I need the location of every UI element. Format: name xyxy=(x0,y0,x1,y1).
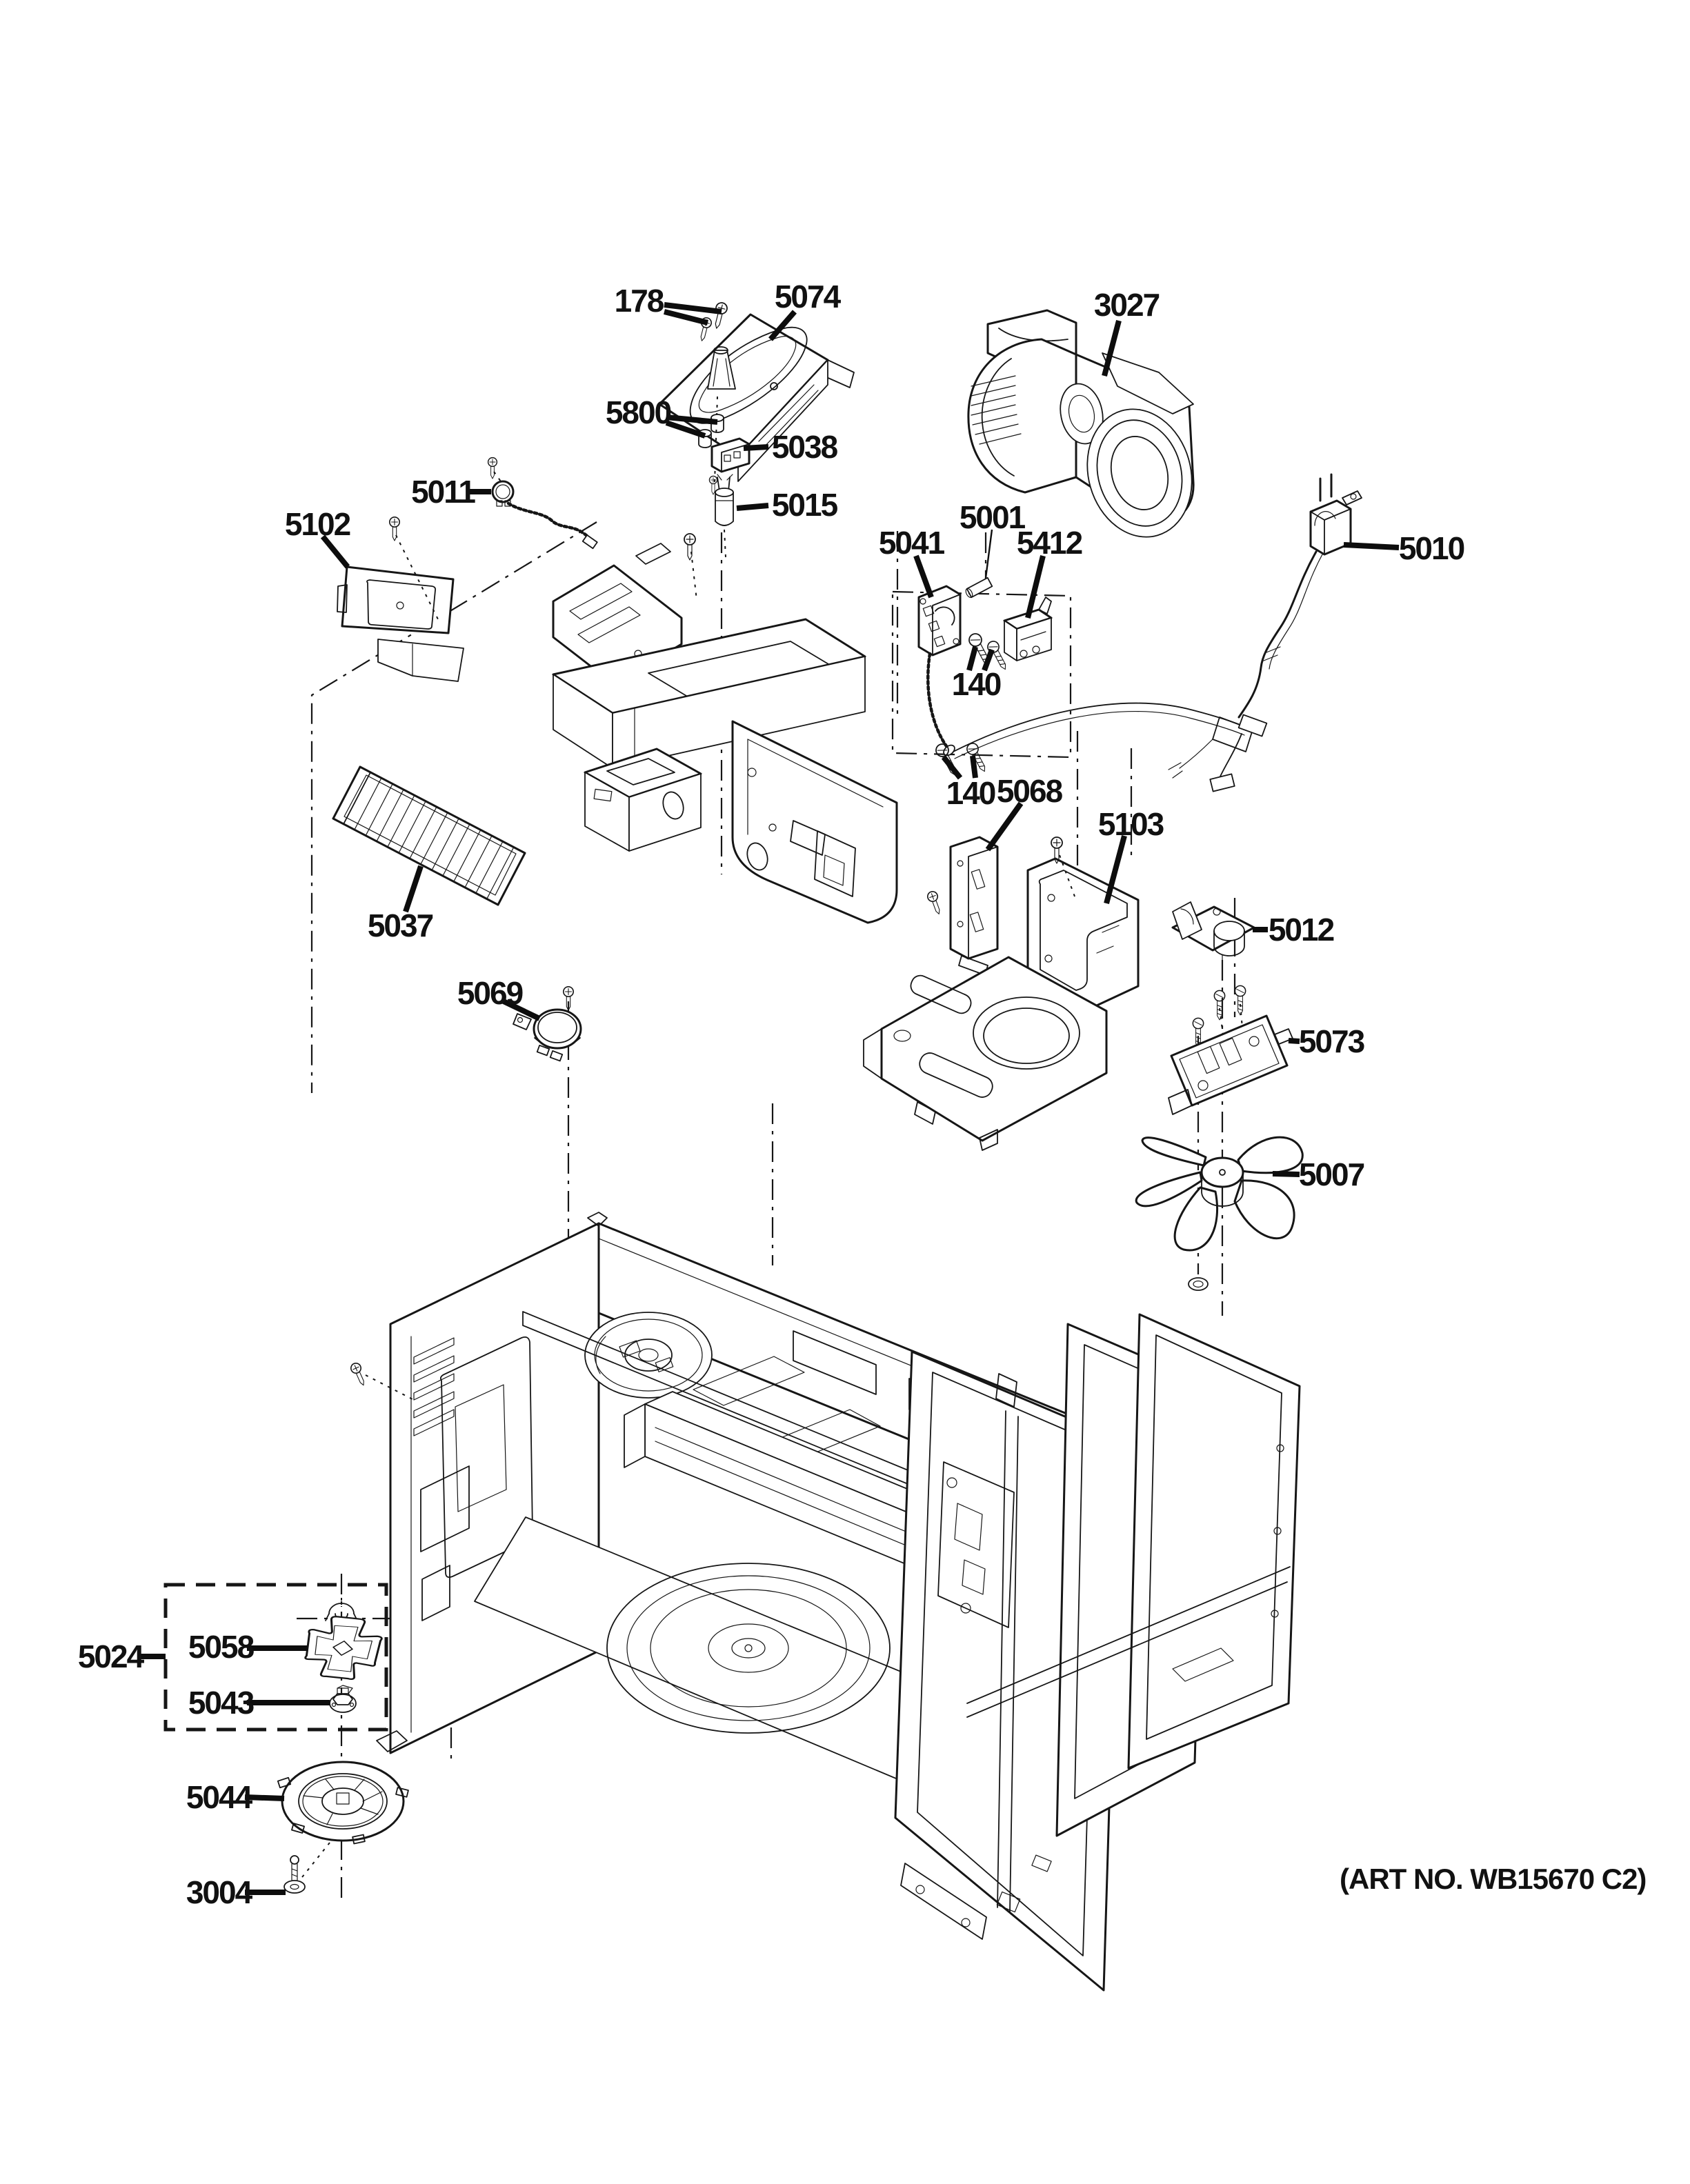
leader-line-5015 xyxy=(736,503,769,511)
part-chassis-frame xyxy=(552,533,898,924)
leader-line-5800 xyxy=(665,420,706,439)
leader-line-5037 xyxy=(403,865,424,913)
part-motor-5069 xyxy=(513,985,582,1062)
leader-line-5069 xyxy=(502,999,541,1021)
leader-line-178 xyxy=(664,302,722,314)
leader-line-140 xyxy=(941,755,963,780)
part-interlock-switch-5041 xyxy=(917,585,962,757)
part-thermostat-5011 xyxy=(487,457,598,550)
part-blower-3027 xyxy=(967,309,1195,538)
part-charcoal-filter-5037 xyxy=(332,765,526,906)
part-bracket-5068 xyxy=(925,836,999,976)
part-fan-blade-5007 xyxy=(1135,1136,1304,1291)
part-screw-3004 xyxy=(284,1855,306,1894)
cable-harness xyxy=(953,702,1268,792)
leader-line-5103 xyxy=(1104,834,1127,905)
leader-line-5068 xyxy=(985,801,1024,852)
leader-line-140 xyxy=(982,648,995,672)
part-holder-5073 xyxy=(1168,1014,1293,1115)
art-number: (ART NO. WB15670 C2) xyxy=(1340,1863,1647,1895)
leader-line-140 xyxy=(966,645,978,672)
part-base-plate xyxy=(863,956,1108,1151)
leader-line-5041 xyxy=(913,554,934,599)
leader-layer xyxy=(138,302,1400,1895)
leader-line-178 xyxy=(664,309,708,325)
part-motor-assembly-5012 xyxy=(1171,901,1255,1052)
part-exhaust-adapter-5074 xyxy=(658,301,855,483)
leader-line-5010 xyxy=(1343,542,1400,550)
leader-line-5800 xyxy=(666,414,718,425)
part-coupler-5058 xyxy=(304,1616,383,1680)
part-power-cord-5010 xyxy=(1168,473,1362,779)
leader-line-5044 xyxy=(244,1794,285,1801)
leader-line-5074 xyxy=(768,310,797,341)
part-cavity-assembly xyxy=(348,1212,1301,1992)
leader-line-5038 xyxy=(743,444,769,451)
leader-line-5001 xyxy=(984,529,993,579)
part-nut-5043 xyxy=(329,1685,357,1713)
leader-line-5412 xyxy=(1025,555,1046,619)
part-ring-support-5044 xyxy=(277,1761,409,1878)
part-pin-5001 xyxy=(965,577,993,599)
part-fuse-5015 xyxy=(715,474,734,558)
leader-line-5102 xyxy=(320,534,350,569)
part-duct-bracket-5102 xyxy=(337,516,464,682)
leader-line-140 xyxy=(970,755,978,779)
leader-line-3027 xyxy=(1102,319,1122,377)
part-switch-5038 xyxy=(708,437,750,495)
